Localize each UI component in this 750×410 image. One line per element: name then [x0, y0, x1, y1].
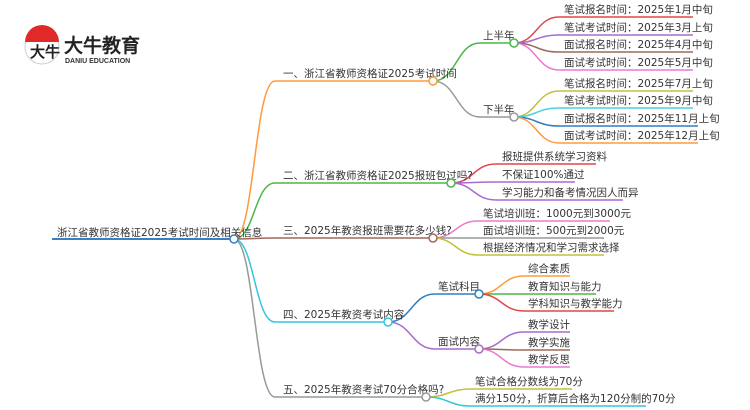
leaf-topic: 笔试考试时间：2025年9月中旬 [564, 94, 713, 107]
branch-collapse-node[interactable] [428, 233, 438, 243]
leaf-topic: 根据经济情况和学习需求选择 [483, 241, 620, 254]
branch-topic-5: 五、2025年教资考试70分合格吗? [283, 383, 444, 396]
root-collapse-node[interactable] [229, 234, 239, 244]
subtopic: 面试内容 [438, 335, 480, 348]
leaf-edge [513, 42, 693, 71]
subtopic-collapse-node[interactable] [474, 344, 484, 354]
logo-subtitle: DANIU EDUCATION [65, 58, 130, 65]
leaf-topic: 满分150分，折算后合格为120分制的70分 [475, 392, 676, 405]
leaf-topic: 教学反思 [528, 353, 570, 366]
subbranch-edge [387, 293, 479, 323]
branch-edge [233, 238, 388, 323]
leaf-topic: 教学实施 [528, 336, 570, 349]
subbranch-edge [432, 42, 514, 82]
leaf-topic: 笔试合格分数线为70分 [475, 375, 583, 388]
logo-mark: 大牛 [30, 43, 60, 61]
subtopic: 笔试科目 [438, 280, 480, 293]
leaf-topic: 面试培训班：500元到2000元 [483, 224, 625, 237]
branch-edge [233, 80, 433, 240]
leaf-edge [513, 116, 698, 144]
leaf-topic: 报班提供系统学习资料 [502, 150, 607, 163]
branch-edge [233, 237, 433, 240]
subtopic-collapse-node[interactable] [509, 38, 519, 48]
branch-collapse-node[interactable] [421, 392, 431, 402]
root-topic: 浙江省教师资格证2025考试时间及相关信息 [57, 226, 262, 239]
leaf-topic: 教育知识与能力 [528, 280, 602, 293]
leaf-topic: 笔试报名时间：2025年7月上旬 [564, 77, 713, 90]
subtopic: 下半年 [483, 103, 515, 116]
branch-collapse-node[interactable] [383, 317, 393, 327]
leaf-edge [478, 293, 614, 312]
leaf-topic: 面试报名时间：2025年4月中旬 [564, 38, 713, 51]
leaf-topic: 教学设计 [528, 318, 570, 331]
leaf-topic: 面试考试时间：2025年12月上旬 [564, 129, 720, 142]
logo: 大牛 大牛教育 DANIU EDUCATION [24, 25, 140, 65]
leaf-edge [450, 181, 575, 184]
leaf-topic: 不保证100%通过 [502, 168, 585, 181]
leaf-edge [478, 348, 570, 351]
branch-edge [233, 182, 451, 240]
branch-topic-2: 二、浙江省教师资格证2025报班包过吗? [283, 169, 473, 182]
leaf-edge [432, 237, 604, 256]
leaf-topic: 学习能力和备考情况因人而异 [502, 186, 639, 199]
subbranch-edge [432, 80, 514, 118]
leaf-edge [478, 348, 570, 368]
branch-topic-4: 四、2025年教资考试内容 [283, 308, 405, 321]
leaf-edge [425, 396, 646, 407]
branch-collapse-node[interactable] [446, 178, 456, 188]
branch-topic-1: 一、浙江省教师资格证2025考试时间 [283, 67, 457, 80]
branch-topic-3: 三、2025年教资报班需要花多少钱? [283, 224, 452, 237]
subtopic-collapse-node[interactable] [474, 289, 484, 299]
branch-edge [233, 238, 426, 398]
subbranch-edge [387, 321, 479, 350]
leaf-edge [450, 182, 623, 201]
leaf-topic: 面试报名时间：2025年11月上旬 [564, 112, 720, 125]
logo-name: 大牛教育 [64, 34, 140, 57]
leaf-topic: 笔试培训班：1000元到3000元 [483, 207, 631, 220]
subtopic-collapse-node[interactable] [509, 112, 519, 122]
logo-red-cap-icon [25, 25, 59, 42]
leaf-topic: 笔试报名时间：2025年1月中旬 [564, 3, 713, 16]
subtopic: 上半年 [483, 29, 515, 42]
leaf-topic: 笔试考试时间：2025年3月上旬 [564, 21, 713, 34]
leaf-topic: 综合素质 [528, 262, 570, 275]
branch-collapse-node[interactable] [428, 76, 438, 86]
leaf-topic: 学科知识与教学能力 [528, 297, 623, 310]
leaf-topic: 面试考试时间：2025年5月中旬 [564, 56, 713, 69]
